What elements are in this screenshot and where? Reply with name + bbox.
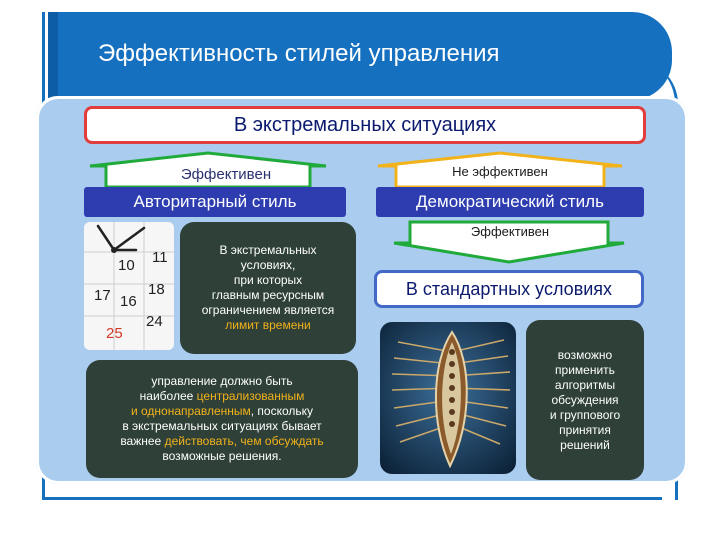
calendar-number: 16 — [120, 293, 137, 310]
time-box-line: условиях, — [186, 258, 350, 273]
authoritarian-style-label: Авторитарный стиль — [134, 192, 297, 212]
extreme-situations-banner: В экстремальных ситуациях — [84, 106, 646, 144]
not-effective-label: Не эффективен — [440, 164, 560, 179]
algorithms-line: алгоритмы — [530, 378, 640, 393]
calendar-number: 10 — [118, 257, 135, 274]
frame-line-bottom — [42, 497, 662, 500]
management-line: в экстремальных ситуациях бывает — [94, 419, 350, 434]
algorithms-line: принятия — [530, 423, 640, 438]
management-line: и однонаправленным, поскольку — [94, 404, 350, 419]
time-box-line: главным ресурсным — [186, 288, 350, 303]
rowing-boat-graphic — [380, 322, 516, 474]
time-limit-box: В экстремальных условиях, при которых гл… — [180, 222, 356, 354]
act-not-discuss-highlight: действовать, чем обсуждать — [165, 434, 324, 448]
rowing-boat-image — [380, 322, 516, 474]
management-text: , поскольку — [251, 404, 313, 418]
calendar-number: 17 — [94, 287, 111, 304]
standard-conditions-box: В стандартных условиях — [374, 270, 644, 308]
calendar-number: 24 — [146, 313, 163, 330]
time-box-line: ограничением является — [186, 303, 350, 318]
effective-label-left: Эффективен — [176, 166, 276, 183]
time-box-line: В экстремальных — [186, 243, 350, 258]
management-line: важнее действовать, чем обсуждать — [94, 434, 350, 449]
algorithms-line: применить — [530, 363, 640, 378]
algorithms-line: обсуждения — [530, 393, 640, 408]
time-box-line: при которых — [186, 273, 350, 288]
calendar-number: 11 — [152, 249, 168, 266]
management-line: управление должно быть — [94, 374, 350, 389]
clock-calendar-image: 10 11 16 17 18 24 25 — [84, 222, 174, 350]
calendar-number: 18 — [148, 281, 165, 298]
time-limit-highlight: лимит времени — [186, 318, 350, 333]
algorithms-line: и группового — [530, 408, 640, 423]
calendar-number: 25 — [106, 325, 123, 342]
management-line: возможные решения. — [94, 449, 350, 464]
group-decision-box: возможно применить алгоритмы обсуждения … — [526, 320, 644, 480]
management-line: наиболее централизованным — [94, 389, 350, 404]
algorithms-line: решений — [530, 438, 640, 453]
header-edge — [48, 12, 58, 100]
authoritarian-style-bar: Авторитарный стиль — [84, 187, 346, 217]
clock-calendar-graphic: 10 11 16 17 18 24 25 — [84, 222, 174, 350]
unidirectional-highlight: и однонаправленным — [131, 404, 251, 418]
democratic-style-label: Демократический стиль — [416, 192, 604, 212]
algorithms-line: возможно — [530, 348, 640, 363]
page-title: Эффективность стилей управления — [98, 40, 500, 68]
extreme-situations-label: В экстремальных ситуациях — [234, 114, 496, 137]
effective-label-down: Эффективен — [460, 224, 560, 239]
management-text: наиболее — [140, 389, 197, 403]
standard-conditions-label: В стандартных условиях — [406, 279, 612, 300]
centralized-highlight: централизованным — [197, 389, 305, 403]
centralized-management-box: управление должно быть наиболее централи… — [86, 360, 358, 478]
management-text: важнее — [120, 434, 164, 448]
democratic-style-bar: Демократический стиль — [376, 187, 644, 217]
